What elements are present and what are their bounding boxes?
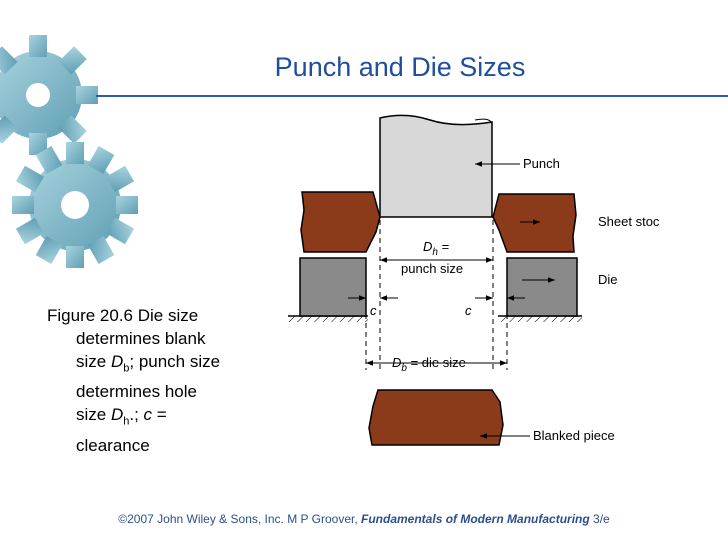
punch-shape [379, 114, 493, 218]
title-underline [96, 95, 728, 97]
slide-footer: ©2007 John Wiley & Sons, Inc. M P Groove… [0, 512, 728, 526]
caption-line: determines blank [76, 329, 206, 348]
base-hatching [498, 316, 582, 322]
callout-blanked-piece: Blanked piece [533, 428, 615, 443]
db-symbol: D [392, 355, 401, 370]
figure-caption: Figure 20.6 Die size determines blank si… [47, 304, 267, 457]
slide-title: Punch and Die Sizes [274, 52, 526, 82]
caption-line: clearance [76, 435, 150, 455]
callout-punch: Punch [523, 156, 560, 171]
caption-line: Figure 20.6 Die size [47, 306, 199, 325]
punch-die-diagram: Dh = punch size c c Db = die size Punch … [288, 114, 660, 446]
sheet-stock-right [492, 193, 577, 253]
caption-line: size Db; punch size [76, 352, 221, 375]
gear-icon [0, 35, 98, 155]
blanked-piece [368, 389, 504, 446]
clearance-label-right: c [465, 303, 472, 318]
die-left [299, 257, 367, 317]
footer-book-title: Fundamentals of Modern Manufacturing [361, 512, 590, 526]
callout-sheet-stock: Sheet stock [598, 214, 660, 229]
svg-text:Dh =: Dh = [423, 239, 449, 258]
gear-icon [12, 142, 138, 268]
callout-die: Die [598, 272, 618, 287]
base-hatching [288, 316, 368, 322]
svg-text:Db = die size: Db = die size [392, 355, 466, 374]
decorative-gears [0, 35, 138, 268]
die-right [506, 257, 578, 317]
caption-line: size Dh.; c = [76, 405, 167, 428]
footer-edition: 3/e [589, 512, 610, 526]
punch-size-label: punch size [401, 261, 463, 276]
dh-symbol: D [423, 239, 432, 254]
footer-copyright: ©2007 John Wiley & Sons, Inc. M P Groove… [118, 512, 362, 526]
clearance-label-left: c [370, 303, 377, 318]
sheet-stock-left [300, 191, 381, 253]
caption-line: determines hole [76, 382, 197, 402]
